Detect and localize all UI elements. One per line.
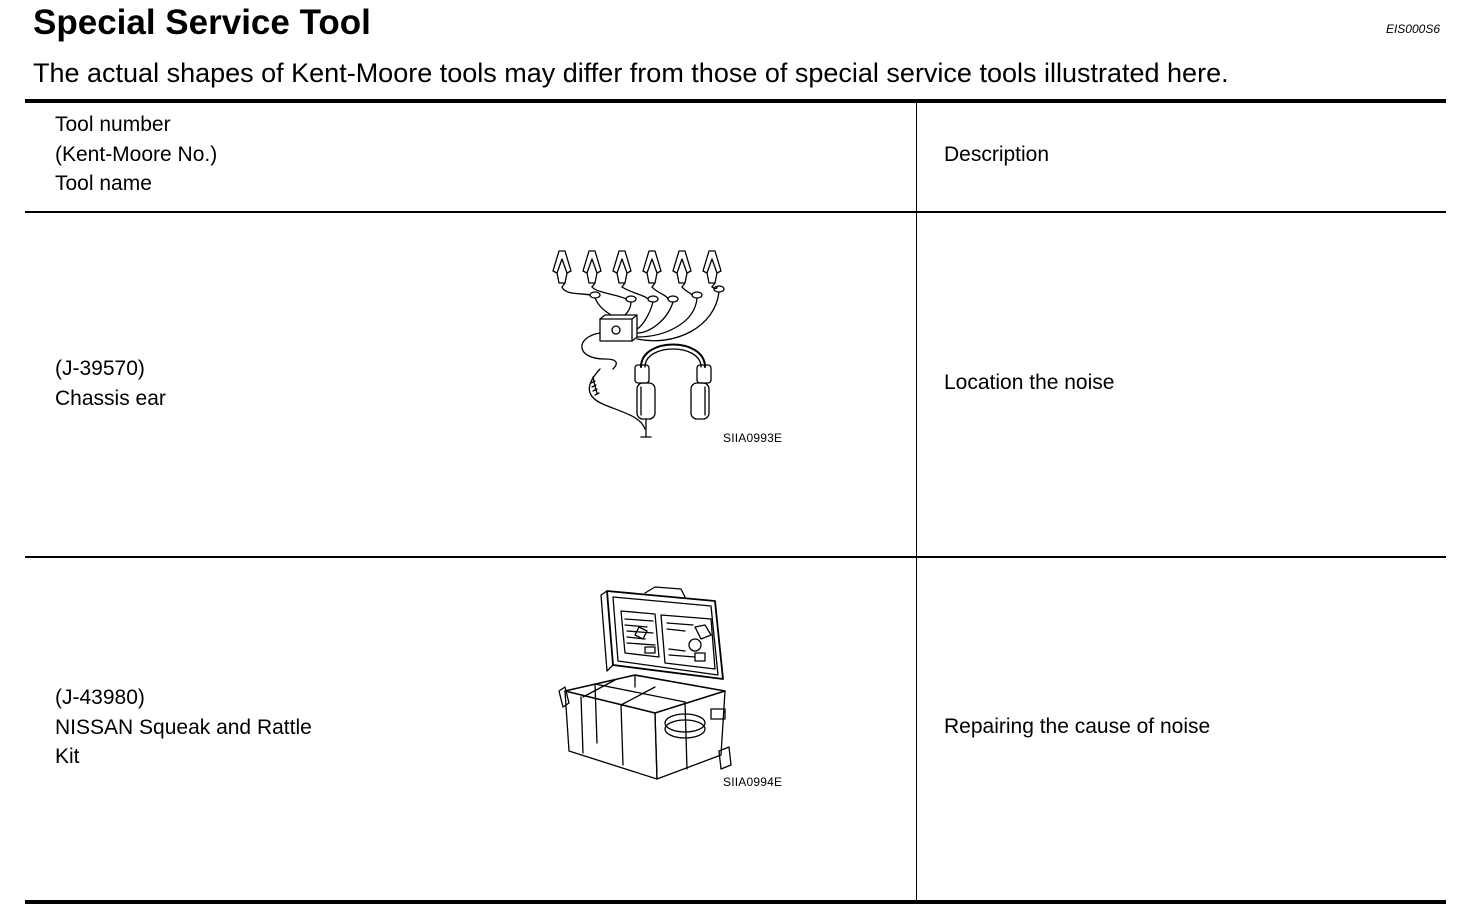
header-description: Description	[944, 143, 1050, 166]
description-cell: Repairing the cause of noise	[944, 715, 1211, 738]
tool-cell: (J-39570) Chassis ear	[55, 354, 166, 413]
special-service-tool-table: Tool number (Kent-Moore No.) Tool name D…	[25, 99, 1446, 905]
column-divider	[916, 103, 917, 900]
header-tool-line: Tool name	[55, 172, 152, 195]
page-subtitle: The actual shapes of Kent-Moore tools ma…	[33, 58, 1229, 88]
row-divider	[25, 556, 1446, 558]
tool-name: Chassis ear	[55, 386, 166, 410]
tool-name: NISSAN Squeak and Rattle	[55, 715, 312, 739]
reference-code: EIS000S6	[1385, 22, 1440, 36]
chassis-ear-illustration-icon	[552, 250, 725, 438]
figure-code: SIIA0993E	[723, 431, 783, 445]
table-bottom-rule	[25, 900, 1446, 904]
tool-cell: (J-43980) NISSAN Squeak and Rattle Kit	[55, 683, 312, 772]
header-tool-column: Tool number (Kent-Moore No.) Tool name	[55, 110, 217, 199]
header-tool-line: (Kent-Moore No.)	[55, 142, 218, 166]
squeak-rattle-kit-case-illustration-icon	[558, 586, 732, 780]
description-cell: Location the noise	[944, 371, 1115, 394]
page-title: Special Service Tool	[33, 3, 371, 42]
table-top-rule	[25, 99, 1446, 103]
tool-number: (J-43980)	[55, 686, 145, 709]
header-tool-line: Tool number	[55, 113, 171, 136]
header-bottom-rule	[25, 211, 1446, 213]
tool-number: (J-39570)	[55, 357, 145, 380]
alligator-clip-icon	[552, 250, 572, 288]
tool-name-continued: Kit	[55, 745, 80, 768]
figure-code: SIIA0994E	[723, 775, 783, 789]
